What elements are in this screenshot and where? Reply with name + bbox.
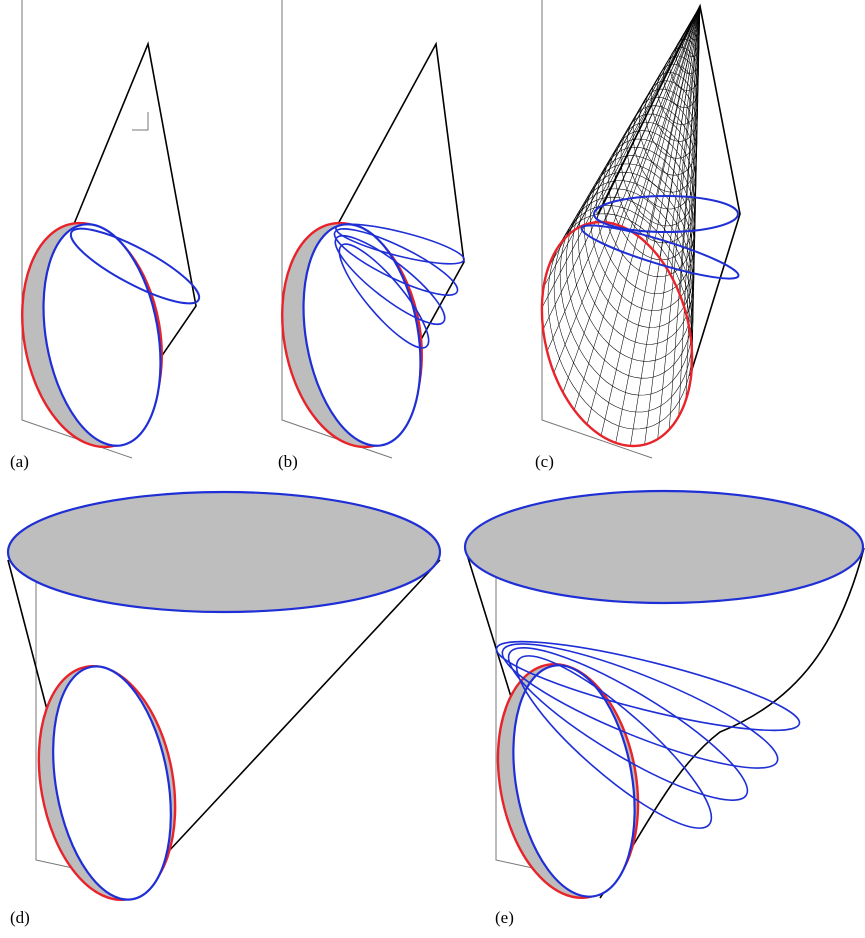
panel-c-mesh-ring: [651, 72, 698, 142]
panel-c-cone-edge: [597, 3, 741, 377]
panel-c-mesh-ring: [584, 163, 695, 328]
panel-a-tilted-section: [69, 227, 201, 305]
panel-c-mesh-ring: [620, 113, 697, 227]
panel-c-horizontal-section: [593, 195, 739, 233]
panel-d: [6, 490, 442, 901]
panel-c: [540, 0, 741, 459]
panel-c-mesh-ring: [638, 88, 698, 176]
panel-c-tilted-section: [580, 224, 740, 280]
panel-c-mesh-ring: [657, 63, 699, 125]
panel-a-label: (a): [10, 452, 29, 471]
panel-b-section-4: [338, 243, 430, 349]
panel-c-label: (c): [535, 452, 554, 471]
panel-c-mesh-ring: [578, 171, 695, 345]
panel-e-section-1: [495, 640, 801, 732]
panel-c-mesh-ring: [559, 196, 694, 396]
panel-a-blue-ellipse: [42, 223, 162, 447]
panel-c-mesh-ring: [681, 30, 700, 58]
panel-a-right-angle-mark: [132, 112, 149, 131]
panel-c-mesh-ring: [614, 122, 696, 244]
panel-e-cone-edge: [464, 547, 865, 899]
panel-e: [463, 489, 865, 900]
panel-e-section-2: [501, 643, 779, 769]
panel-c-mesh-ring: [553, 205, 693, 413]
panel-c-mesh-ring: [663, 55, 699, 108]
panel-d-label: (d): [10, 908, 30, 927]
panel-c-mesh-ring: [541, 221, 693, 447]
panel-c-mesh-ring: [547, 213, 693, 430]
panel-c-mesh-ring: [602, 138, 696, 277]
panel-b-section-1: [335, 223, 465, 265]
panel-d-top-disk: [6, 490, 442, 614]
panel-e-section-4: [515, 655, 713, 829]
panel-c-mesh-ring: [687, 22, 700, 41]
panel-b-section-2: [333, 228, 459, 296]
panel-e-top-disk: [463, 489, 865, 605]
panel-c-mesh-ring: [565, 188, 694, 379]
panel-e-section-3: [507, 647, 749, 801]
panel-d-blue-ellipse: [52, 665, 172, 901]
panel-c-mesh-ring: [572, 180, 694, 362]
panel-c-mesh-ring: [645, 80, 698, 159]
panel-c-mesh-ring: [632, 97, 697, 193]
panel-c-mesh-ring: [596, 147, 696, 294]
panel-b-section-3: [334, 234, 446, 326]
panel-c-mesh-ring: [590, 155, 695, 311]
panel-b-label: (b): [278, 452, 298, 471]
panel-c-red-ellipse: [540, 220, 694, 448]
panel-e-label: (e): [495, 908, 514, 927]
panel-c-mesh-ring: [675, 38, 700, 74]
panel-a: [21, 0, 201, 459]
panel-b: [281, 0, 465, 459]
panel-c-axes: [541, 0, 653, 459]
